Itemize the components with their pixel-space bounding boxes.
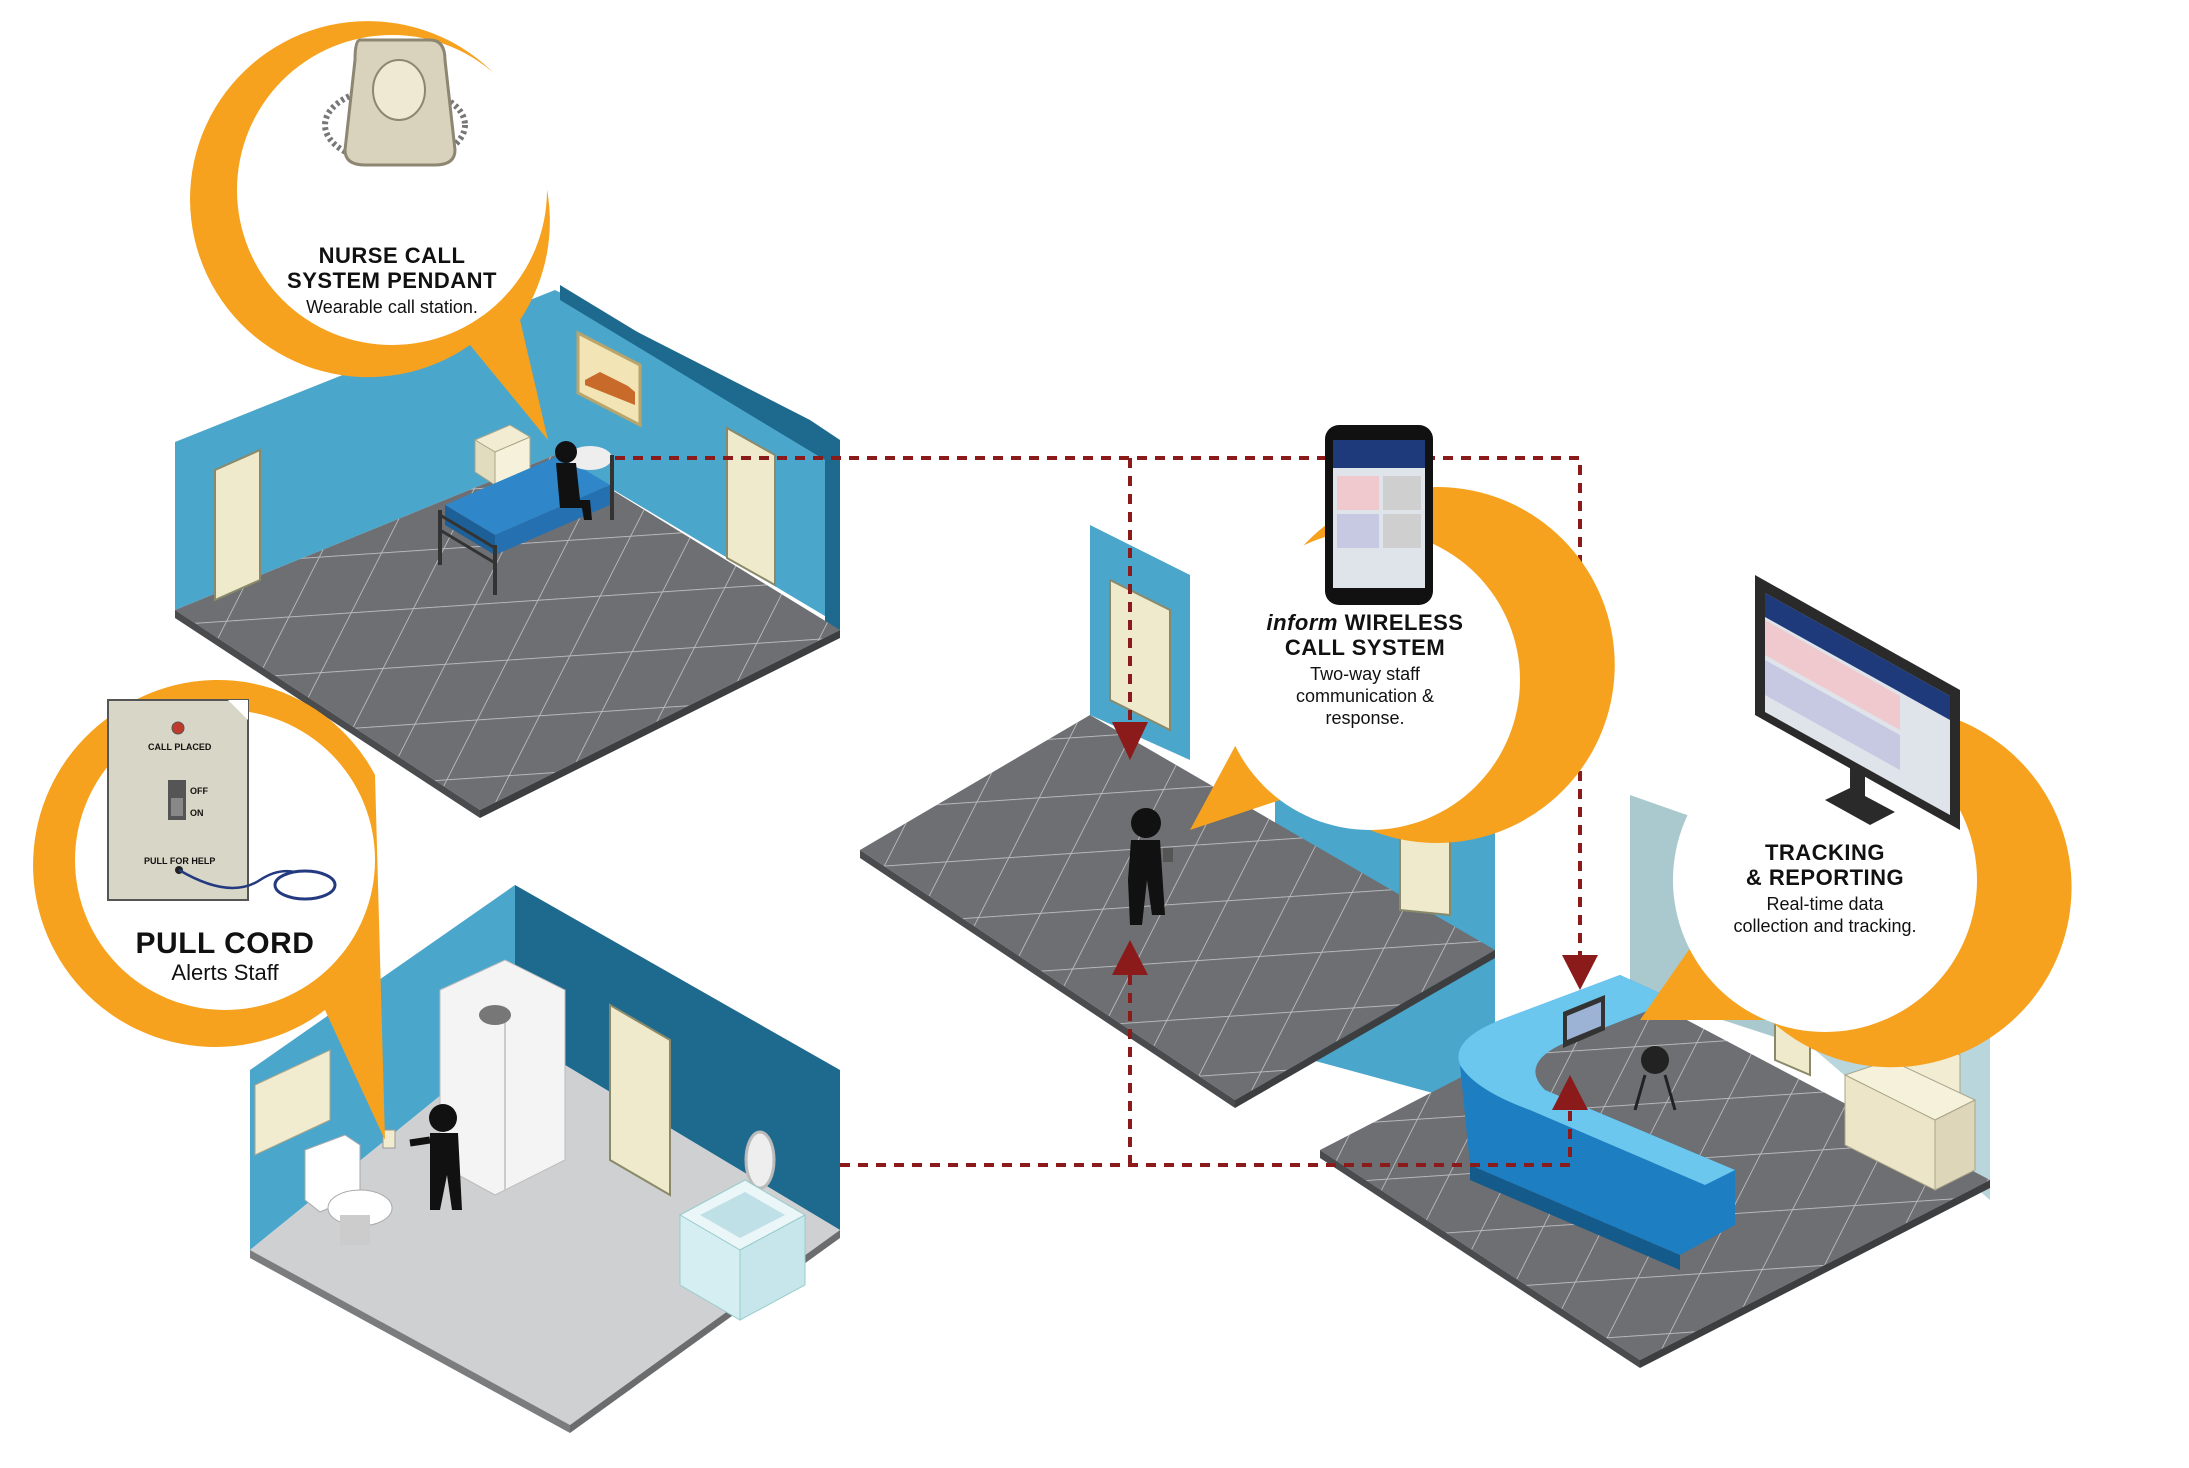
tracking-callout [1640,575,2072,1068]
plate-call-placed-label: CALL PLACED [148,742,212,752]
arrow-down-station-icon [1562,955,1598,990]
pendant-device-icon [322,38,468,167]
tracking-title-1: TRACKING [1764,840,1886,865]
patient-room [175,285,840,818]
arrow-up-hallway-icon [1112,940,1148,975]
tracking-desc-1: Real-time data [1766,894,1884,914]
nurse-station-desk-icon [1458,975,1735,1270]
wireless-desc-2: communication & [1295,686,1435,706]
plate-on-label: ON [190,808,204,818]
desktop-monitor-icon [1755,575,1960,830]
smartphone-icon [1325,425,1433,605]
connector-arrows [1112,722,1598,1110]
wireless-title-rest: WIRELESS [1337,610,1464,635]
hallway-door-icon [1109,578,1171,732]
toilet-icon [304,1134,393,1245]
pullcord-callout [33,679,386,1140]
pendant-title-2: SYSTEM PENDANT [287,268,497,293]
wireless-callout [1190,425,1615,844]
pullcord-description: Alerts Staff [171,960,279,985]
wireless-desc-1: Two-way staff [1310,664,1420,684]
wireless-callout-text: inform WIRELESS CALL SYSTEM Two-way staf… [1235,610,1495,729]
wall-cabinet-icon [254,1049,331,1156]
bathroom-person-icon [409,1104,462,1210]
door-right-icon [726,426,776,587]
tracking-callout-text: TRACKING & REPORTING Real-time data coll… [1700,840,1950,937]
nurse-figure-icon [1128,808,1173,925]
pendant-callout-text: NURSE CALL SYSTEM PENDANT Wearable call … [272,243,512,318]
wireless-title-1: inform WIRELESS [1235,610,1495,635]
wireless-desc-3: response. [1325,708,1405,728]
door-left-icon [214,448,261,602]
arrow-up-station-icon [1552,1075,1588,1110]
pendant-title-1: NURSE CALL [318,243,466,268]
tracking-desc-2: collection and tracking. [1733,916,1917,936]
pull-cord-plate-icon [107,699,337,901]
bathroom-door-icon [609,1003,671,1197]
pull-station-wall-icon [382,1129,396,1149]
wireless-title-emphasis: inform [1266,610,1338,635]
bathroom [250,885,840,1433]
plate-pull-for-help-label: PULL FOR HELP [144,856,216,866]
pullcord-title: PULL CORD [135,927,315,960]
pendant-callout [190,21,550,441]
shower-stall-icon [439,959,566,1196]
plate-off-label: OFF [190,786,208,796]
patient-figure-icon [555,441,592,520]
sink-cabinet-icon [678,1179,807,1321]
pullcord-callout-text: PULL CORD Alerts Staff [110,928,340,986]
network-connectors [615,456,1582,1167]
pendant-description: Wearable call station. [306,297,478,317]
mirror-icon [744,1130,776,1190]
wireless-title-2: CALL SYSTEM [1284,635,1446,660]
arrow-down-hallway-icon [1112,722,1148,760]
tracking-title-2: & REPORTING [1745,865,1905,890]
